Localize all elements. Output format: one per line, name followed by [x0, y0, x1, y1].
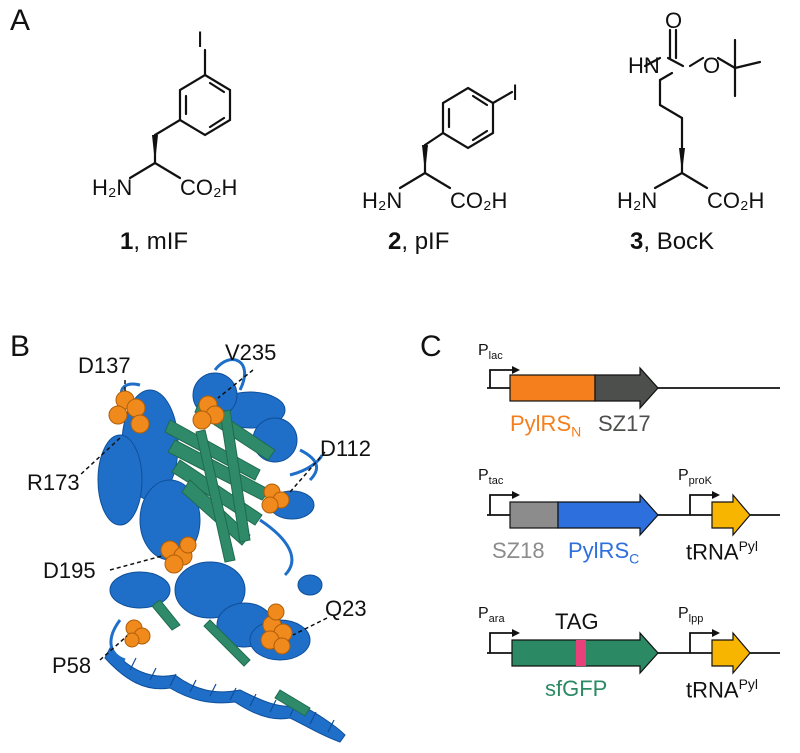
bock-carbonyl-o-label: O — [665, 8, 683, 33]
gene-label-trna-pyl-1: tRNAPyl — [686, 538, 759, 565]
panel-label-c: C — [420, 330, 442, 363]
residue-label-d137: D137 — [78, 353, 131, 378]
mif-n-bond — [128, 161, 157, 180]
construct-2 — [487, 491, 780, 537]
gene-sz17 — [594, 366, 659, 410]
long-helix — [104, 647, 346, 743]
mif-benzene-ring — [178, 73, 232, 137]
gene-label-trna-pyl-2: tRNAPyl — [686, 676, 759, 703]
mif-acid-label: CO₂H — [180, 175, 238, 200]
residue-label-q23: Q23 — [325, 596, 367, 621]
gene-label-sz17: SZ17 — [598, 411, 651, 436]
gene-pylrs-n — [509, 374, 596, 402]
mif-caption: 1, mIF — [120, 228, 189, 255]
promoter-lpp-label: Plpp — [678, 605, 704, 626]
bock-amine-label: H₂N — [617, 188, 658, 213]
tag-codon-marker — [576, 640, 586, 666]
gene-pylrs-c — [557, 493, 659, 537]
residue-label-d195: D195 — [43, 558, 96, 583]
bock-acid-label: CO₂H — [707, 188, 765, 213]
promoter-lac-label: Plac — [478, 342, 503, 363]
gene-label-sfgfp: sfGFP — [545, 676, 608, 701]
bock-caption: 3, BocK — [630, 228, 715, 255]
promoter-prok-label: PproK — [678, 467, 712, 488]
construct-3 — [487, 629, 780, 675]
gene-label-pylrs-c: PylRSC — [568, 538, 640, 567]
pif-caption: 2, pIF — [388, 228, 450, 255]
pif-iodo-bond — [491, 90, 514, 105]
panel-label-a: A — [10, 4, 31, 37]
pif-amine-label: H₂N — [362, 188, 403, 213]
gene-trna-pyl-1 — [711, 493, 751, 537]
pif-iodine-label: I — [512, 80, 519, 105]
panel-label-b: B — [10, 330, 31, 363]
residue-label-r173: R173 — [27, 470, 80, 495]
bock-nh-label: HN — [628, 53, 660, 78]
tag-codon-label: TAG — [555, 609, 599, 634]
residue-label-d112: D112 — [320, 436, 371, 461]
gene-sz18 — [509, 501, 559, 529]
gene-label-pylrs-n: PylRSN — [510, 411, 582, 440]
pif-acid-label: CO₂H — [450, 188, 508, 213]
construct-1 — [487, 366, 780, 410]
mif-iodine-label: I — [197, 27, 204, 52]
mif-amine-label: H₂N — [92, 175, 133, 200]
residue-label-v235: V235 — [225, 340, 277, 365]
residue-label-p58: P58 — [52, 653, 92, 678]
gene-trna-pyl-2 — [711, 631, 751, 675]
gene-label-sz18: SZ18 — [492, 538, 545, 563]
promoter-tac-label: Ptac — [478, 467, 504, 488]
promoter-ara-label: Para — [478, 605, 505, 626]
bock-ester-o-label: O — [703, 53, 721, 78]
